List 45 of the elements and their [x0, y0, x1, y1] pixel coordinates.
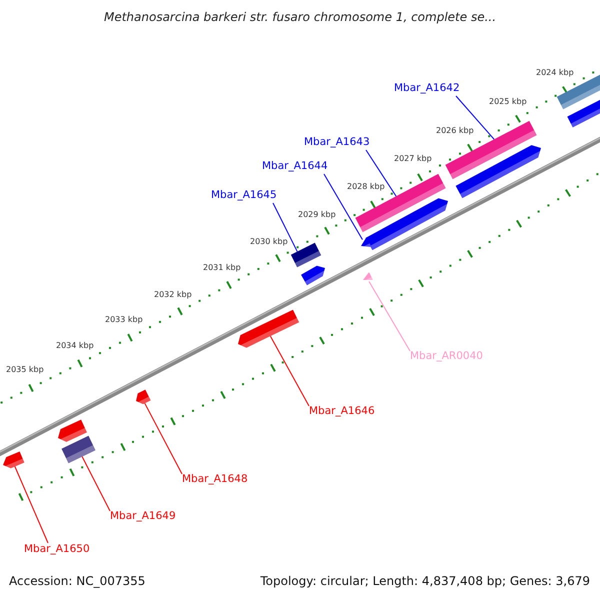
gene-label: Mbar_A1649: [110, 510, 176, 522]
scale-label: 2025 kbp: [489, 97, 527, 106]
gene-label: Mbar_A1646: [309, 405, 375, 418]
gene-label: Mbar_A1648: [182, 473, 248, 486]
gene-bar: [301, 266, 325, 286]
leader-line: [272, 202, 298, 252]
gene-label: Mbar_AR0040: [410, 350, 483, 362]
gene-label: Mbar_A1650: [24, 543, 90, 556]
gene-label: Mbar_A1644: [262, 160, 328, 172]
scale-label: 2029 kbp: [298, 210, 336, 220]
map-title: Methanosarcina barkeri str. fusaro chromosome 1, complete se...: [102, 11, 498, 25]
leader-line: [270, 336, 310, 406]
gene-bar: [567, 98, 600, 128]
gene-bar: [363, 272, 373, 280]
gene-bar: [3, 451, 24, 468]
leader-line: [366, 150, 397, 197]
scale-label: 2026 kbp: [436, 126, 474, 136]
scale-label: 2033 kbp: [105, 315, 143, 324]
gene-bar: [62, 436, 96, 464]
scale-label: 2027 kbp: [394, 154, 432, 164]
leader-line: [324, 174, 363, 240]
leader-line: [456, 96, 495, 140]
leader-line: [82, 456, 110, 512]
accession-text: Accession: NC_007355: [9, 575, 146, 589]
gene-label: Mbar_A1643: [304, 136, 370, 148]
gene-bar: [136, 390, 151, 404]
scale-label: 2032 kbp: [154, 290, 192, 300]
gene-bar: [58, 420, 87, 442]
scale-label: 2035 kbp: [6, 365, 44, 374]
gene-bar: [238, 310, 300, 348]
scale-label: 2031 kbp: [203, 263, 241, 272]
leader-line: [14, 466, 48, 544]
gene-label: Mbar_A1642: [394, 82, 460, 94]
scale-label: 2030 kbp: [250, 237, 288, 246]
gene-bar: [366, 198, 448, 250]
leader-line: [144, 402, 182, 474]
gene-label: Mbar_A1645: [211, 189, 277, 202]
gene-bar: [456, 145, 541, 198]
leader-line: [368, 280, 410, 352]
gene-bar: [290, 242, 322, 268]
gene-bar: [361, 238, 372, 247]
scale-label: 2028 kbp: [347, 182, 385, 192]
genome-info-text: Topology: circular; Length: 4,837,408 bp; Genes: 3,679: [260, 575, 590, 589]
scale-label: 2034 kbp: [56, 341, 94, 350]
scale-label: 2024 kbp: [536, 68, 574, 78]
